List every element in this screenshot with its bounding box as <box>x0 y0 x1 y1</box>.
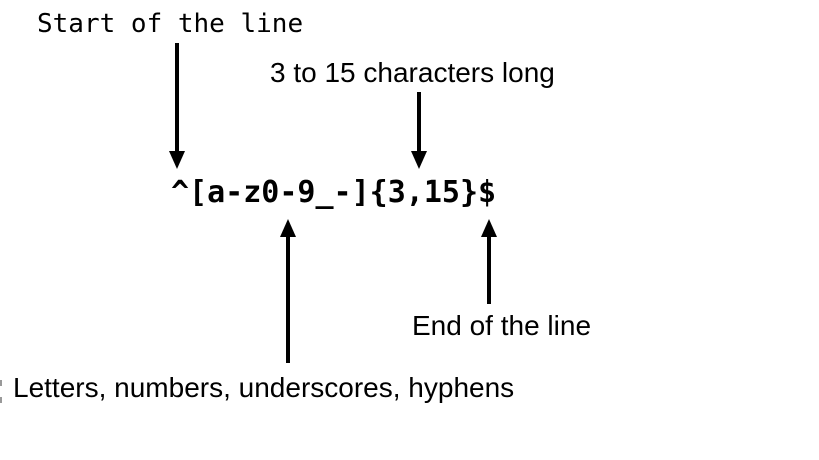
length-label: 3 to 15 characters long <box>270 57 555 88</box>
end-of-line-label: End of the line <box>412 310 592 341</box>
edge-artifact <box>0 397 2 403</box>
end-up-arrow-icon <box>481 219 497 304</box>
start-down-arrow-icon <box>169 43 185 169</box>
charset-label: Letters, numbers, underscores, hyphens <box>13 372 515 403</box>
regex-pattern-text: ^[a-z0-9_-]{3,15}$ <box>171 175 497 210</box>
charset-up-arrow-icon <box>280 219 296 363</box>
start-of-line-label: Start of the line <box>37 9 304 39</box>
edge-artifact <box>0 380 2 386</box>
length-down-arrow-icon <box>411 92 427 169</box>
